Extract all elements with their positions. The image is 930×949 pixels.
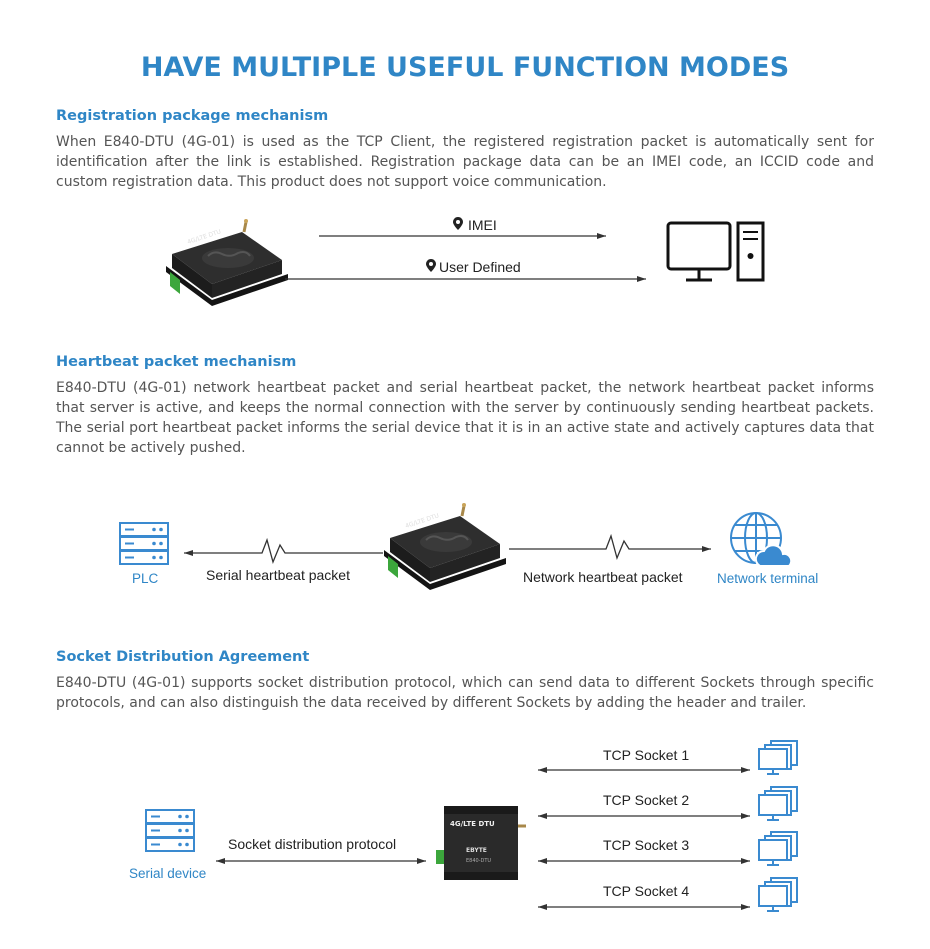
socket-label: TCP Socket 2: [603, 792, 690, 808]
monitor-stack-icon: [758, 786, 798, 821]
section-body-socket: E840-DTU (4G-01) supports socket distrib…: [56, 675, 874, 711]
section-body-heartbeat: E840-DTU (4G-01) network heartbeat packe…: [56, 380, 874, 456]
dtu-part: E840-DTU: [466, 858, 491, 864]
network-terminal-label: Network terminal: [717, 571, 819, 586]
serial-device-label: Serial device: [129, 866, 207, 881]
section-body-registration: When E840-DTU (4G-01) is used as the TCP…: [56, 134, 874, 190]
socket-label: TCP Socket 1: [603, 747, 690, 763]
monitor-stack-icon: [758, 740, 798, 775]
section-heading-socket: Socket Distribution Agreement: [56, 649, 310, 665]
globe-cloud-icon: [730, 512, 793, 567]
dtu-device-front-image: 4G/LTE DTU EBYTE E840-DTU: [436, 806, 526, 880]
monitor-stack-icon: [758, 831, 798, 866]
socket-label: TCP Socket 3: [603, 837, 690, 853]
dtu-label: 4G/LTE DTU: [450, 820, 495, 828]
monitor-stack-icon: [758, 877, 798, 912]
dtu-brand: EBYTE: [466, 847, 487, 854]
serial-heartbeat-label: Serial heartbeat packet: [206, 567, 350, 583]
network-heartbeat-arrow: [509, 533, 711, 561]
server-rack-icon: [145, 809, 195, 852]
plc-label: PLC: [132, 571, 159, 586]
desktop-computer-icon: [666, 221, 765, 282]
protocol-label: Socket distribution protocol: [228, 836, 397, 852]
user-defined-label: User Defined: [439, 259, 521, 275]
network-heartbeat-label: Network heartbeat packet: [523, 569, 683, 585]
section-heading-heartbeat: Heartbeat packet mechanism: [56, 354, 297, 370]
imei-label: IMEI: [468, 217, 497, 233]
serial-heartbeat-arrow: [184, 537, 383, 565]
section-heading-registration: Registration package mechanism: [56, 108, 329, 124]
page-title: HAVE MULTIPLE USEFUL FUNCTION MODES: [140, 52, 790, 83]
socket-label: TCP Socket 4: [603, 883, 690, 899]
